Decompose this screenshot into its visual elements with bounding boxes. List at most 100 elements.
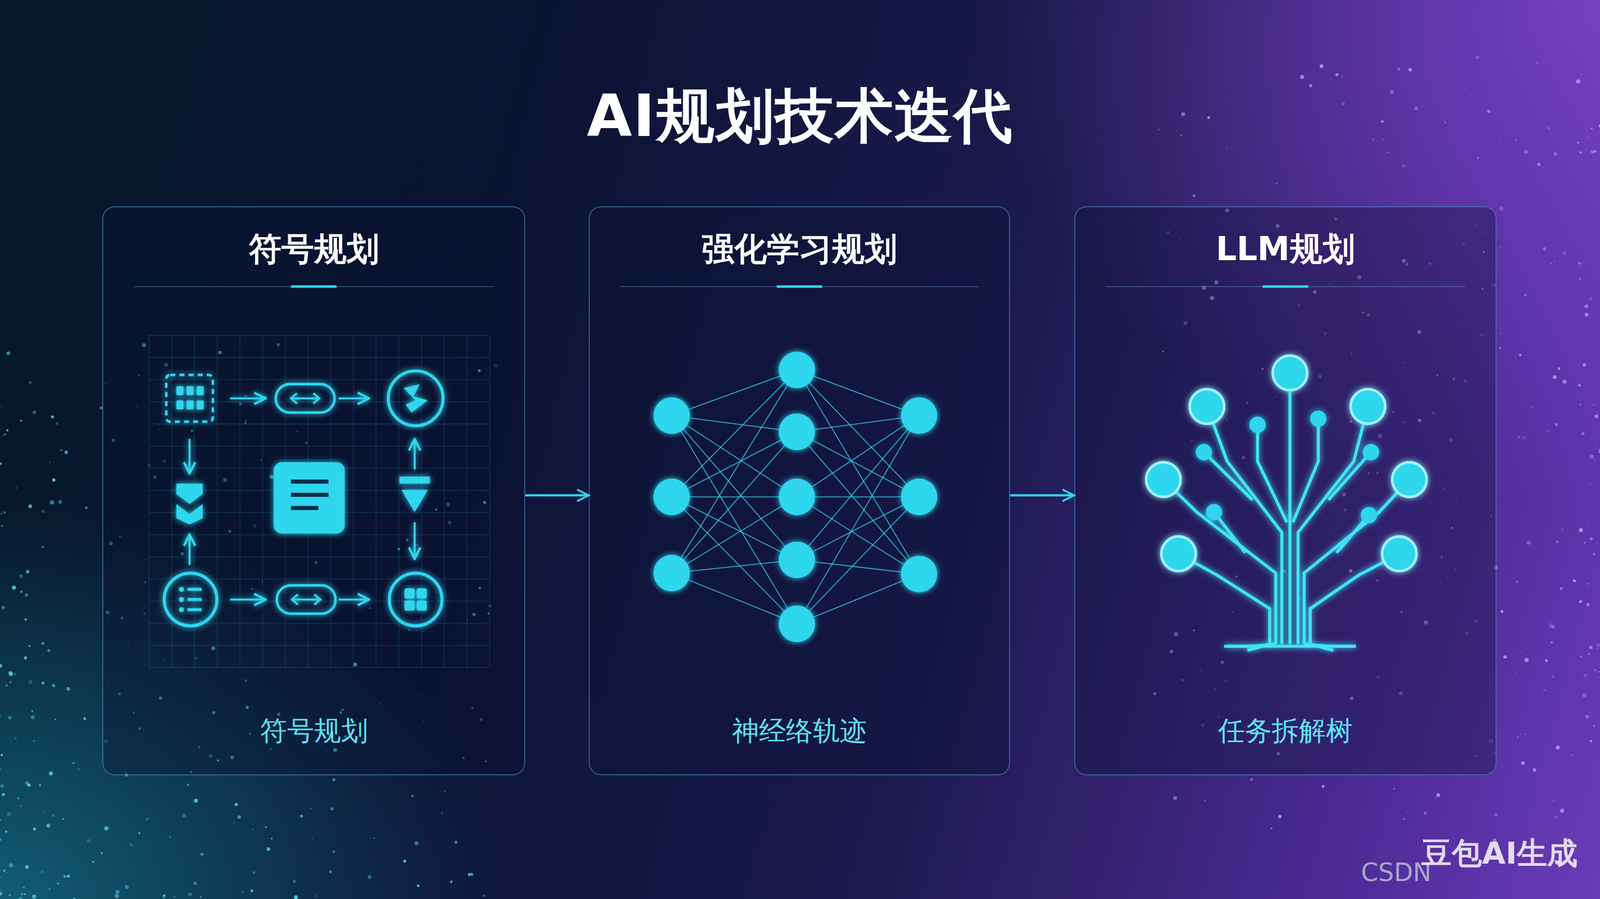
star-dot <box>25 570 30 575</box>
star-dot <box>1524 734 1526 736</box>
star-dot <box>1341 101 1346 106</box>
star-dot <box>1548 666 1550 668</box>
star-dot <box>1386 151 1389 154</box>
star-dot <box>25 865 29 869</box>
panel-caption: 神经络轨迹 <box>589 712 1009 749</box>
star-dot <box>1308 84 1313 88</box>
star-dot <box>1 525 3 527</box>
divider-line <box>620 285 979 288</box>
star-dot <box>270 837 273 840</box>
star-dot <box>28 679 33 684</box>
star-dot <box>62 817 65 820</box>
divider-accent <box>291 285 337 289</box>
star-dot <box>1519 353 1522 357</box>
star-dot <box>1532 767 1536 772</box>
star-dot <box>11 585 16 590</box>
star-dot <box>0 876 2 879</box>
star-dot <box>3 869 6 872</box>
star-dot <box>27 783 31 787</box>
star-dot <box>20 419 22 422</box>
star-dot <box>1589 712 1591 714</box>
star-dot <box>1591 127 1593 130</box>
star-dot <box>14 737 17 740</box>
star-dot <box>6 351 11 356</box>
star-dot <box>87 839 91 843</box>
star-dot <box>0 714 2 717</box>
star-dot <box>1573 579 1577 583</box>
star-dot <box>33 827 36 831</box>
star-dot <box>6 812 11 817</box>
star-dot <box>43 811 45 813</box>
network-neurons <box>653 351 938 643</box>
star-dot <box>1585 714 1589 718</box>
star-dot <box>1591 150 1595 154</box>
star-dot <box>0 405 2 407</box>
star-dot <box>38 783 42 786</box>
star-dot <box>1556 540 1559 544</box>
star-dot <box>1596 643 1600 648</box>
panel-box: 强化学习规划神经络轨迹 <box>588 206 1011 776</box>
star-dot <box>237 815 242 819</box>
star-dot <box>58 500 63 504</box>
star-dot <box>48 461 50 463</box>
star-dot <box>1319 64 1324 69</box>
panel-heading: 强化学习规划 <box>589 227 1009 272</box>
star-dot <box>48 888 50 890</box>
star-dot <box>1341 75 1344 79</box>
diagram-title: AI规划技术迭代 <box>0 77 1600 157</box>
star-dot <box>0 784 5 789</box>
star-dot <box>1579 655 1582 658</box>
star-dot <box>77 768 80 771</box>
star-dot <box>373 837 376 840</box>
star-dot <box>1582 693 1588 698</box>
star-dot <box>1516 580 1518 583</box>
star-dot <box>1207 116 1211 120</box>
star-dot <box>24 617 27 621</box>
star-dot <box>14 673 16 675</box>
star-dot <box>1555 423 1558 426</box>
star-dot <box>63 874 67 878</box>
star-dot <box>92 860 95 863</box>
star-dot <box>314 894 316 897</box>
star-dot <box>1463 88 1465 90</box>
star-dot <box>182 813 186 818</box>
star-dot <box>1389 89 1394 94</box>
divider-line <box>133 285 494 288</box>
star-dot <box>51 683 56 688</box>
star-dot <box>1581 432 1585 436</box>
star-dot <box>1401 164 1406 168</box>
star-dot <box>242 891 244 893</box>
star-dot <box>411 794 414 798</box>
star-dot <box>1173 796 1177 800</box>
star-dot <box>0 888 1 890</box>
star-dot <box>169 836 171 838</box>
flow-arrow <box>1010 494 1075 497</box>
star-dot <box>145 817 149 821</box>
divider-accent <box>1262 285 1308 289</box>
star-dot <box>24 593 29 598</box>
star-dot <box>1551 624 1556 629</box>
star-dot <box>18 896 22 899</box>
star-dot <box>30 715 35 720</box>
star-dot <box>186 783 189 786</box>
star-dot <box>1537 162 1541 167</box>
star-dot <box>1500 503 1502 506</box>
star-dot <box>1524 293 1527 297</box>
star-dot <box>1562 251 1567 256</box>
star-dot <box>1475 55 1480 59</box>
star-dot <box>1561 529 1563 531</box>
star-dot <box>264 825 267 829</box>
star-dot <box>124 884 129 889</box>
star-dot <box>293 895 298 899</box>
divider-line <box>1105 285 1466 288</box>
star-dot <box>1550 262 1552 265</box>
star-dot <box>0 462 2 465</box>
star-dot <box>1543 689 1545 692</box>
star-dot <box>1414 106 1418 111</box>
star-dot <box>332 778 336 782</box>
task-tree <box>1146 355 1427 650</box>
star-dot <box>1584 303 1589 308</box>
star-dot <box>1522 435 1526 440</box>
star-dot <box>57 882 60 885</box>
star-dot <box>1589 454 1594 459</box>
